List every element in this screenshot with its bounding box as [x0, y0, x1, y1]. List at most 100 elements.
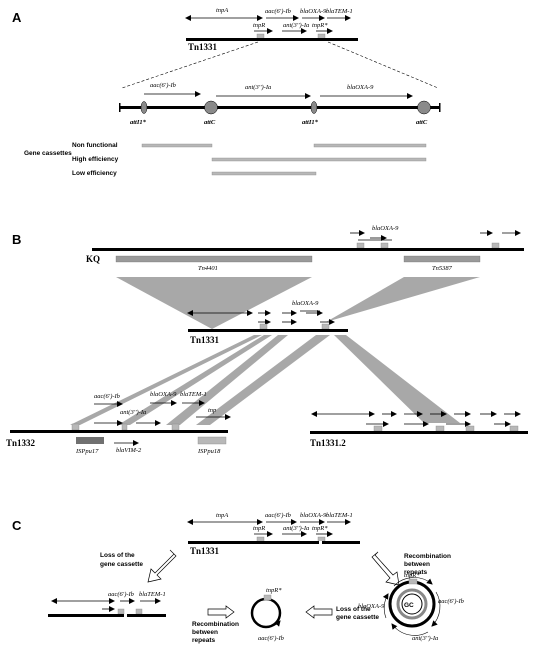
small-circular-element: [250, 597, 282, 629]
c-left-backbone: [48, 614, 166, 617]
ant-label: ant(3'')-Ia: [283, 22, 309, 29]
repeat-box: [171, 423, 180, 431]
att1-site: [310, 101, 318, 114]
cassette-backbone: [120, 106, 440, 109]
big-aac-label: aac(6')-Ib: [438, 598, 465, 605]
att1-label: attI1*: [130, 119, 147, 126]
c-oxa-label: blaOXA-9: [300, 512, 327, 519]
kq-backbone: [92, 248, 524, 251]
band-to-tn1332: [166, 335, 288, 425]
repeat-box: [509, 425, 519, 432]
c-recomb-r1: Recombination: [404, 553, 451, 560]
panel-a: A tnpA aac(6')-Ib blaOXA-9 blaTEM-1 tnpR…: [12, 7, 441, 177]
zoom-oxa-label: blaOXA-9: [347, 84, 374, 91]
attc-site: [417, 100, 431, 115]
c-ant-label: ant(3'')-Ia: [283, 525, 309, 532]
attc-site: [204, 100, 218, 115]
kq-label: KQ: [86, 254, 100, 264]
repeat-box: [491, 242, 500, 249]
cassette-high-efficiency: [211, 157, 427, 162]
low-efficiency-label: Low efficiency: [72, 170, 117, 177]
cassette-nonfunctional-right: [313, 143, 427, 148]
attc2-label: attC: [416, 119, 428, 126]
tn1332-backbone: [10, 430, 228, 433]
high-efficiency-label: High efficiency: [72, 156, 119, 163]
big-circle-tnpr-arrow: [393, 577, 433, 587]
repeat-box: [135, 608, 143, 615]
recombination-site-marker: [319, 541, 322, 544]
aac-label: aac(6')-Ib: [265, 8, 292, 15]
ispu17-box: [76, 437, 104, 444]
gene-cassette-inner: [401, 593, 423, 615]
tnpR-star-label: tnpR*: [312, 22, 328, 29]
repeat-box: [71, 423, 80, 431]
c-loss1b-label: gene cassette: [100, 561, 143, 568]
repeat-box: [263, 594, 272, 601]
repeat-box: [373, 425, 383, 432]
tn4401-insertion-triangle: [116, 277, 312, 329]
tn5387-label: Tn5387: [432, 265, 453, 272]
small-tnpr-label: tnpR*: [266, 587, 282, 594]
repeat-box: [435, 425, 445, 432]
tem-label: blaTEM-1: [326, 8, 353, 15]
nonfunctional-label: Non functional: [72, 142, 118, 149]
c-recomb-r3: repeats: [404, 569, 428, 576]
tn1331-title: Tn1331: [190, 335, 220, 345]
c-left-aac-label: aac(6')-Ib: [108, 591, 135, 598]
tn1331-oxa-label: blaOXA-9: [292, 300, 319, 307]
c-loss2-label: Loss of the: [336, 606, 371, 613]
panel-b-label: B: [12, 232, 21, 247]
tn1332-ant-label: ant(3'')-Ia: [120, 409, 146, 416]
c-recomb-mid1: Recombination: [192, 621, 239, 628]
tn1332-tem-label: blaTEM-1: [180, 391, 207, 398]
hollow-arrow-recomb-mid: [207, 605, 235, 619]
c-aac-label: aac(6')-Ib: [265, 512, 292, 519]
gc-label: GC: [404, 602, 414, 609]
gene-cassettes-title-1: Gene cassettes: [24, 150, 72, 157]
tn1332-oxa-label: blaOXA-9: [150, 391, 177, 398]
attc-label: attC: [204, 119, 216, 126]
tn1331-2-title: Tn1331.2: [310, 438, 346, 448]
zoom-ant-label: ant(3'')-Ia: [245, 84, 271, 91]
band-to-tn1332: [118, 335, 272, 425]
hollow-arrow-loss-left: [147, 549, 177, 583]
c-tnpR-star-label: tnpR*: [312, 525, 328, 532]
panel-b: B blaOXA-9 KQ Tn4401 Tn5387 blaOXA-9: [6, 225, 528, 455]
att1-site: [140, 101, 148, 114]
zoom-aac-label: aac(6')-Ib: [150, 82, 177, 89]
tn1332-title: Tn1332: [6, 438, 36, 448]
tnpA-label: tnpA: [216, 7, 228, 14]
ispu18-label: ISPpu18: [197, 448, 221, 455]
hollow-arrow-loss-right: [305, 605, 333, 619]
oxa-label: blaOXA-9: [300, 8, 327, 15]
att1b-label: attI1*: [302, 119, 319, 126]
tn1331-backbone: [188, 329, 348, 332]
band-to-tn1332: [196, 335, 330, 425]
c-loss1-label: Loss of the: [100, 552, 135, 559]
small-aac-label: aac(6')-Ib: [258, 635, 285, 642]
tn1331-title: Tn1331: [188, 42, 218, 52]
zoom-line-left: [121, 41, 259, 89]
tn1332-tnp-label: tnp: [208, 407, 217, 414]
big-oxa-label: blaOXA-9: [358, 603, 385, 610]
tn1332-aac-label: aac(6')-Ib: [94, 393, 121, 400]
repeat-box: [321, 323, 330, 330]
cassette-nonfunctional-left: [141, 143, 213, 148]
repeat-box: [259, 323, 268, 330]
recombination-site-marker: [124, 614, 127, 617]
zoom-line-right: [327, 41, 439, 89]
backbone-end: [119, 103, 121, 112]
hollow-arrow-recomb-right: [371, 551, 400, 586]
repeat-box: [380, 242, 389, 249]
small-circle-aac-arrow: [253, 620, 281, 628]
repeat-box: [465, 425, 475, 432]
tn1331-2-backbone: [310, 431, 528, 434]
c-tn1331-title: Tn1331: [190, 546, 220, 556]
c-recomb-r2: between: [404, 561, 430, 568]
tn4401-bar: [115, 255, 313, 263]
repeat-box: [121, 423, 128, 431]
panel-a-label: A: [12, 10, 22, 25]
gene-cassette-circle: [396, 588, 428, 620]
backbone-end: [439, 103, 441, 112]
